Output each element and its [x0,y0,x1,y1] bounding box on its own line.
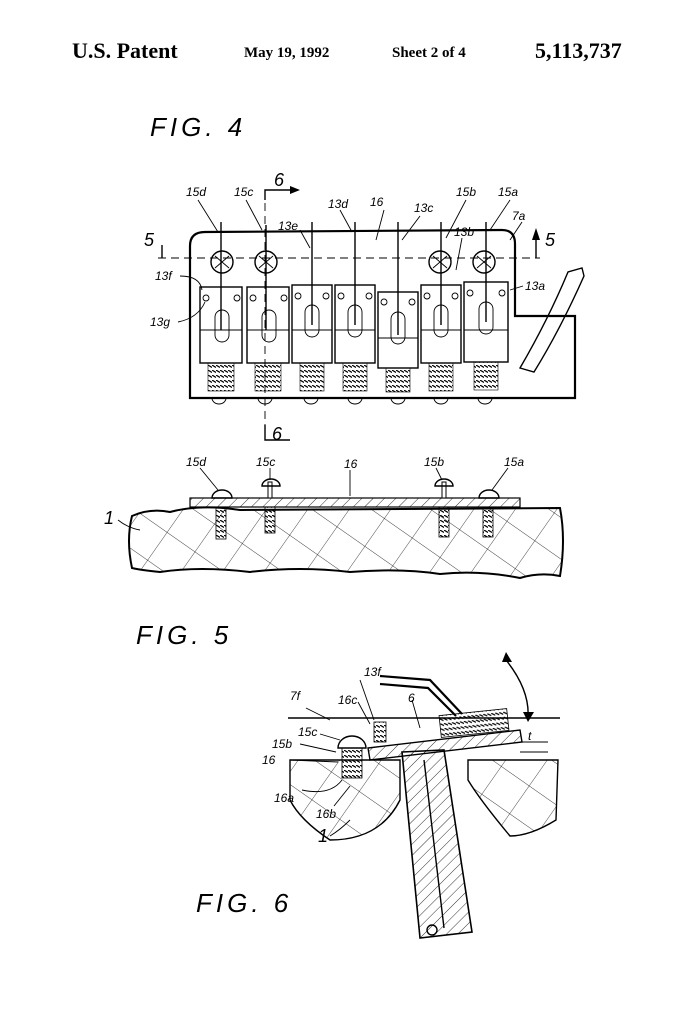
section-marker-6-bottom [264,425,290,441]
screw-15b-side [434,478,454,538]
fig6-label-7f: 7f [290,689,302,703]
saddle-13a [463,222,509,391]
fig6-label-6: 6 [408,691,415,705]
label-15c: 15c [234,185,253,199]
fig5-label-15b: 15b [424,455,444,469]
fig5-label-15d: 15d [186,455,206,469]
fig5-label-15a: 15a [504,455,524,469]
label-16: 16 [370,195,384,209]
fig5-label-15c: 15c [256,455,275,469]
tremolo-arm-section [379,674,463,715]
label-15d: 15d [186,185,206,199]
screw-15d [210,250,234,274]
tremolo-arm-edge [379,682,457,717]
fig5-label-16: 16 [344,457,358,471]
saddle-13d [334,222,376,392]
label-13e: 13e [278,219,298,233]
fig6-cross-section [288,652,560,939]
label-13b: 13b [454,225,474,239]
label-5-right: 5 [545,230,556,250]
label-15b: 15b [456,185,476,199]
saddle-13b [420,222,462,392]
arrow-up-icon [532,228,540,240]
fig6-label-16: 16 [262,753,276,767]
label-6-bottom: 6 [272,424,283,444]
fig4-bridge-top-view [158,186,585,441]
label-5-left: 5 [144,230,155,250]
screw-15c-section [337,735,367,779]
arrow-arc-top-icon [502,652,512,662]
fig5-label-1: 1 [104,508,114,528]
fig6-label-16b: 16b [316,807,336,821]
saddle-adjust-spring [438,708,510,738]
guitar-body-wood [128,506,564,580]
spring-rod [423,759,445,929]
fig6-label-15b: 15b [272,737,292,751]
mounting-screw-heads [211,397,493,405]
label-7a: 7a [512,209,526,223]
fig6-label-16c: 16c [338,693,357,707]
fig6-label-1: 1 [318,826,328,846]
body-wood-right [467,759,559,837]
patent-number: 5,113,737 [535,38,622,63]
inertia-block [401,749,473,939]
section-marker-6-top [264,189,290,200]
fig6-label-13f: 13f [364,665,382,679]
fig6-title: FIG. 6 [196,888,292,918]
label-13c: 13c [414,201,433,215]
arrow-right-icon [290,186,300,194]
label-13f: 13f [155,269,173,283]
motion-arc [505,659,529,719]
patent-date: May 19, 1992 [244,45,330,61]
screw-15b [428,250,452,274]
fig5-title: FIG. 5 [136,620,232,650]
screw-15a [472,250,496,274]
label-13d: 13d [328,197,348,211]
spring-anchor [426,924,438,936]
bridge-base-plate [188,228,577,400]
saddle-13f [246,225,290,392]
sheet-number: Sheet 2 of 4 [392,45,466,61]
saddle-13c [377,222,419,393]
tremolo-arm [518,267,585,373]
fig6-label-16a: 16a [274,791,294,805]
fig5-side-section [117,467,564,580]
saddle-13e [291,222,333,392]
fig4-title: FIG. 4 [150,112,246,142]
label-15a: 15a [498,185,518,199]
screw-13f [373,721,387,743]
saddle-13g [199,222,243,392]
label-6-top: 6 [274,170,285,190]
body-wood-left [289,759,401,841]
fig6-label-t: t [528,729,532,743]
screw-15c-side [261,478,281,534]
base-plate-16 [189,497,521,508]
fig6-label-15c: 15c [298,725,317,739]
arrow-arc-bottom-icon [523,712,534,722]
screw-15d-side [211,489,233,540]
label-13g: 13g [150,315,170,329]
label-13a: 13a [525,279,545,293]
screw-15a-side [478,489,500,538]
patent-office-label: U.S. Patent [72,38,178,63]
